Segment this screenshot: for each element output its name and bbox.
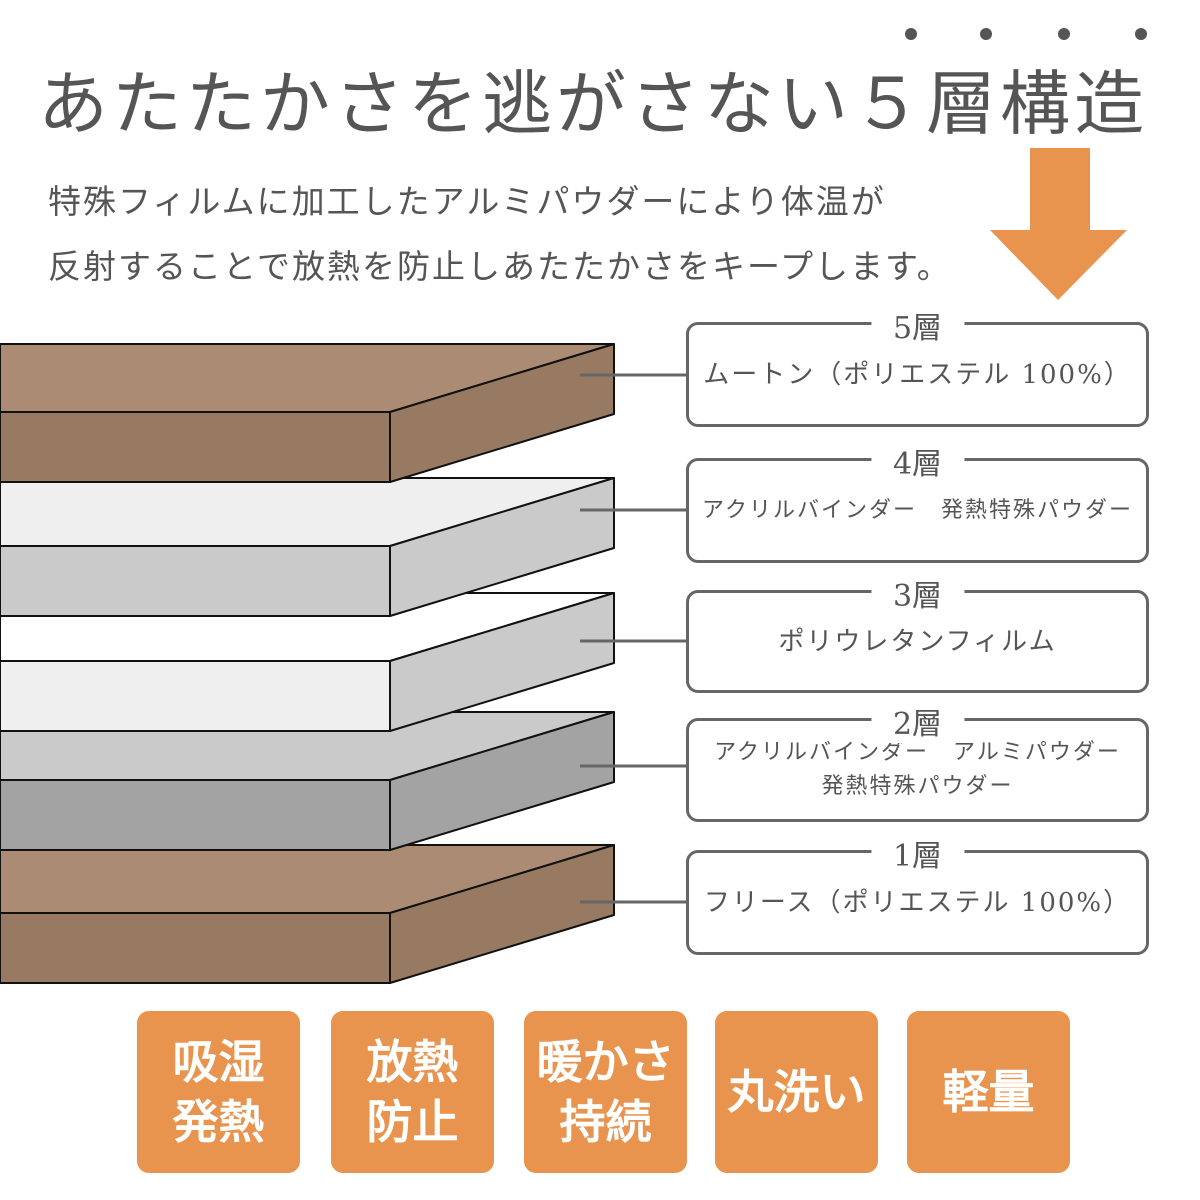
feature-text: 放熱 bbox=[366, 1035, 459, 1089]
layer-1-slab-side bbox=[389, 844, 615, 984]
emphasis-dot bbox=[905, 28, 917, 40]
feature-text: 持続 bbox=[559, 1095, 652, 1149]
layer-heading: 4層 bbox=[870, 439, 965, 483]
feature-text: 防止 bbox=[366, 1095, 459, 1149]
feature-text: 暖かさ bbox=[536, 1035, 675, 1089]
layer-label-box: 5層ムートン（ポリエステル 100%） bbox=[686, 303, 1149, 427]
layer-4-slab-front bbox=[0, 545, 391, 617]
emphasis-dot bbox=[980, 28, 992, 40]
feature-text: 軽量 bbox=[942, 1065, 1035, 1119]
layer-description: 発熱特殊パウダー bbox=[821, 774, 1014, 799]
layer-heading: 3層 bbox=[870, 571, 965, 615]
feature-badge: 丸洗い bbox=[715, 1011, 878, 1173]
layer-heading: 5層 bbox=[870, 303, 965, 347]
layer-1-slab-front bbox=[0, 912, 391, 984]
description-line: 反射することで放熱を防止しあたたかさをキープします。 bbox=[48, 247, 952, 286]
layer-3-slab-front bbox=[0, 660, 391, 732]
description-line: 特殊フィルムに加工したアルミパウダーにより体温が bbox=[48, 182, 886, 221]
layer-stack-illustration bbox=[0, 148, 1127, 984]
layer-description: ポリウレタンフィルム bbox=[778, 626, 1057, 657]
layer-heading: 2層 bbox=[870, 699, 965, 743]
feature-badge: 軽量 bbox=[907, 1011, 1070, 1173]
feature-badge: 放熱防止 bbox=[331, 1011, 494, 1173]
layer-label-box: 2層アクリルバインダー アルミパウダー発熱特殊パウダー bbox=[686, 699, 1149, 822]
layer-label-box: 3層ポリウレタンフィルム bbox=[686, 571, 1149, 693]
feature-badge: 暖かさ持続 bbox=[524, 1011, 687, 1173]
feature-badge: 吸湿発熱 bbox=[137, 1011, 300, 1173]
layer-heading: 1層 bbox=[870, 831, 965, 875]
layer-2-slab-front bbox=[0, 779, 391, 851]
layer-3-slab-side bbox=[389, 592, 615, 732]
layer-2-slab-side bbox=[389, 711, 615, 851]
feature-text: 発熱 bbox=[172, 1095, 265, 1149]
emphasis-dot bbox=[1058, 28, 1070, 40]
down-arrow-icon bbox=[990, 148, 1127, 300]
layer-5-slab-front bbox=[0, 411, 391, 483]
feature-text: 吸湿 bbox=[172, 1035, 265, 1089]
page-title: あたたかさを逃がさない５層構造 bbox=[38, 63, 1148, 145]
layer-description: フリース（ポリエステル 100%） bbox=[703, 887, 1132, 918]
emphasis-dot bbox=[1135, 28, 1147, 40]
layer-4-slab-side bbox=[389, 477, 615, 617]
feature-text: 丸洗い bbox=[727, 1065, 866, 1119]
layer-5-slab-side bbox=[389, 343, 615, 483]
layer-label-box: 1層フリース（ポリエステル 100%） bbox=[686, 831, 1149, 955]
layer-description: アクリルバインダー アルミパウダー bbox=[714, 740, 1121, 765]
layer-label-box: 4層アクリルバインダー 発熱特殊パウダー bbox=[686, 439, 1149, 563]
layer-description: アクリルバインダー 発熱特殊パウダー bbox=[702, 497, 1133, 523]
layer-description: ムートン（ポリエステル 100%） bbox=[703, 359, 1132, 390]
